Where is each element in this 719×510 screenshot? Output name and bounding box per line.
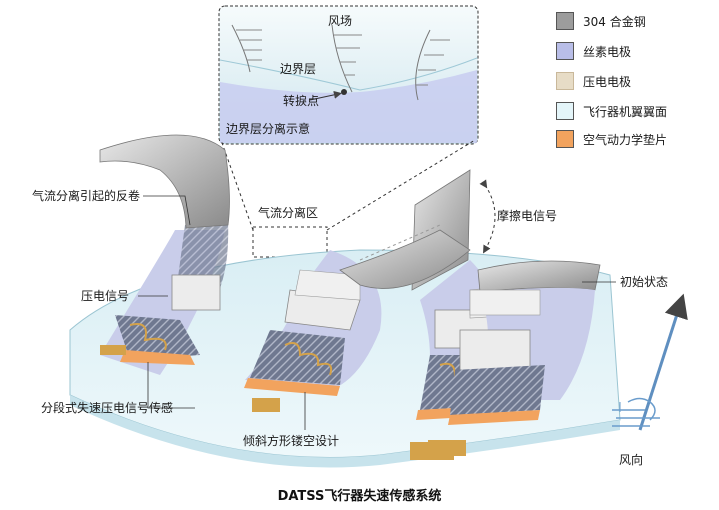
- figure-title: DATSS飞行器失速传感系统: [277, 489, 442, 504]
- wind-direction-label: 风向: [619, 453, 644, 467]
- piezo-signal-label: 压电信号: [81, 289, 130, 303]
- pad-swatch: [556, 130, 574, 148]
- segmented-sensing-label: 分段式失速压电信号传感: [41, 401, 174, 415]
- boundary-layer-label: 边界层: [280, 62, 317, 76]
- steel-swatch: [556, 12, 574, 30]
- friction-arrow: [479, 179, 496, 254]
- legend-item-aero-pad: 空气动力学垫片: [556, 129, 667, 149]
- legend-item-wing-surface: 飞行器机翼翼面: [556, 101, 667, 121]
- legend-item-steel: 304 合金钢: [556, 11, 646, 31]
- silk-swatch: [556, 42, 574, 60]
- sensor-strip-1: [99, 134, 230, 375]
- curl-up-label: 气流分离引起的反卷: [32, 189, 141, 203]
- leader-lines: [138, 195, 616, 430]
- hollow-design-label: 倾斜方形镂空设计: [243, 434, 340, 448]
- sensor-strip-4: [410, 260, 601, 460]
- sensor-strip-2: [244, 250, 382, 412]
- piezo-swatch: [556, 72, 574, 90]
- legend-item-silk-electrode: 丝素电极: [556, 41, 631, 61]
- separation-zone-label: 气流分离区: [258, 206, 319, 220]
- wing-swatch: [556, 102, 574, 120]
- inset-caption: 边界层分离示意: [226, 122, 311, 136]
- wind-direction-icon: [612, 293, 688, 431]
- initial-state-label: 初始状态: [620, 275, 669, 289]
- friction-signal-label: 摩擦电信号: [497, 209, 558, 223]
- wind-field-label: 风场: [328, 14, 353, 28]
- transition-point-label: 转捩点: [283, 94, 320, 108]
- boundary-layer-inset: [218, 5, 479, 145]
- legend-item-piezo-electrode: 压电电极: [556, 71, 631, 91]
